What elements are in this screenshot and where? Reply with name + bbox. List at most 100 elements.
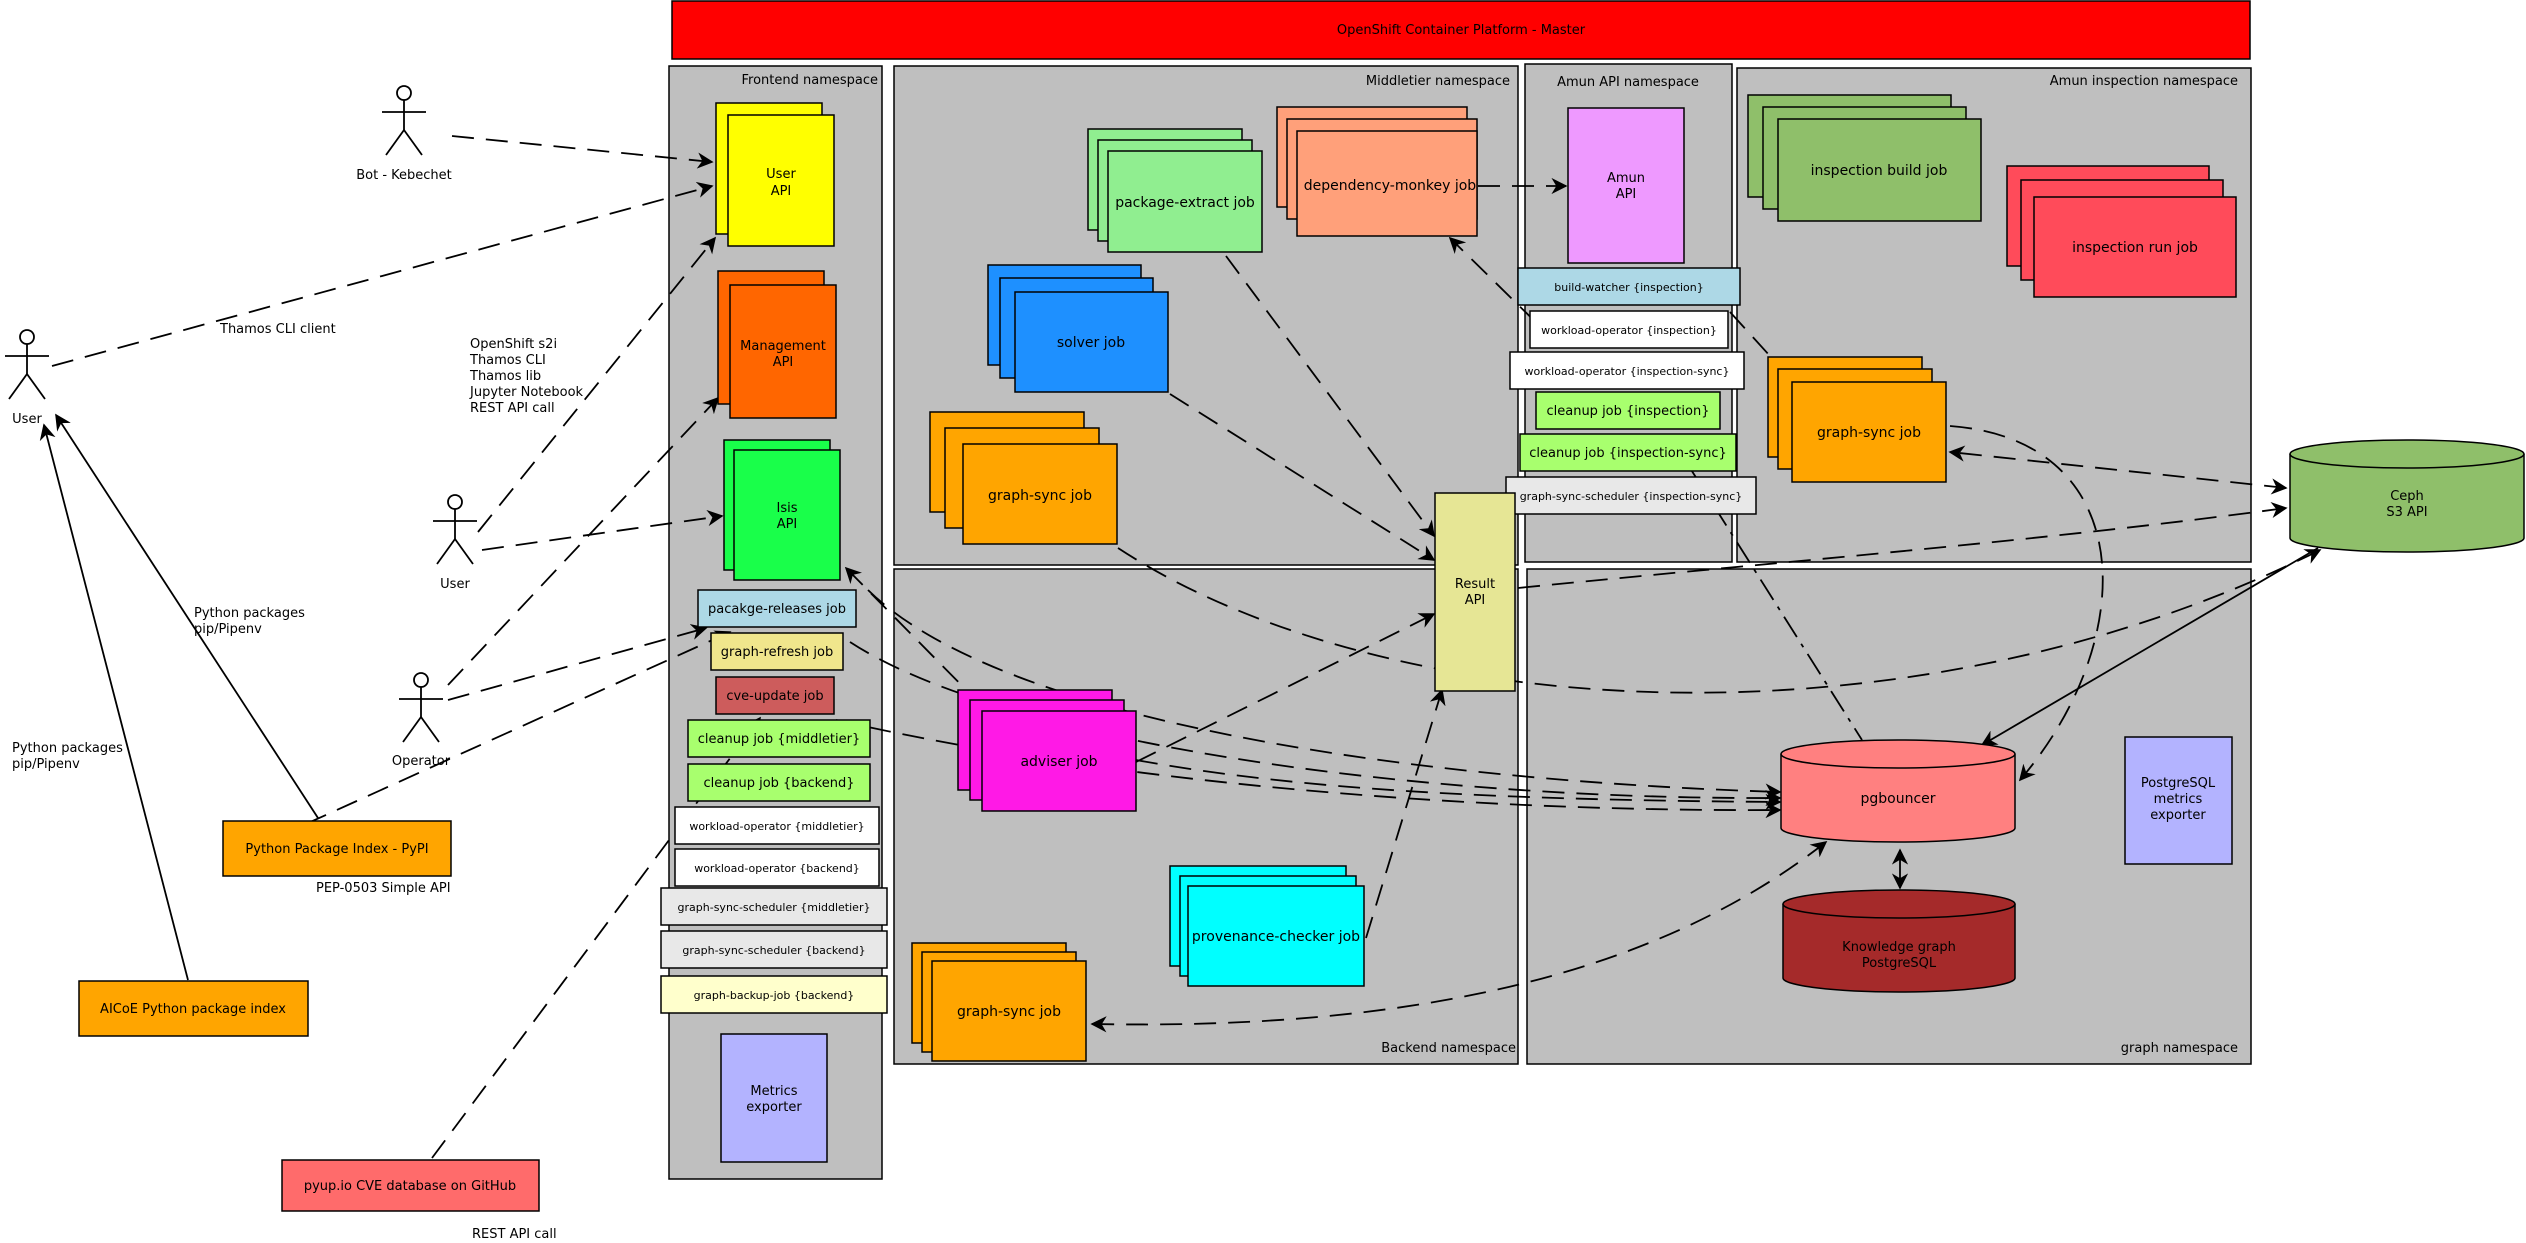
graph-namespace-label: graph namespace	[2121, 1041, 2238, 1056]
knowledge-graph-cylinder	[1782, 889, 2016, 993]
bot-to-user-api-arrow	[451, 135, 714, 169]
clients-to-user-api-arrow	[477, 236, 717, 533]
inspection-run-box	[2033, 196, 2237, 298]
graph-sync-mt-to-ceph-arrow	[1117, 547, 2322, 694]
cleanup-middletier-label: cleanup job {middletier}	[698, 732, 861, 747]
buildwatcher-to-dependency-monkey-arrow	[1448, 236, 1561, 347]
user-left-label: User	[12, 412, 42, 427]
gss-middletier-box	[660, 887, 888, 926]
provenance-checker-label: provenance-checker job	[1192, 929, 1360, 945]
graph-sync-middletier-label: graph-sync job	[988, 488, 1092, 504]
pypi-label: Python Package Index - PyPI	[245, 842, 428, 857]
svg-text:REST API call: REST API call	[470, 401, 555, 416]
cleanup-inspection-sync-label: cleanup job {inspection-sync}	[1529, 446, 1727, 461]
dependency-monkey-label: dependency-monkey job	[1304, 178, 1477, 194]
workload-backend-label: workload-operator {backend}	[694, 862, 860, 875]
provenance-checker-box	[1187, 885, 1365, 987]
cve-to-pgbouncer-arrow	[835, 719, 1782, 819]
user-to-isis-arrow	[481, 510, 724, 551]
graph-sync-insp-to-pgbouncer-arrow	[1949, 425, 2104, 782]
aicoe-box	[78, 980, 309, 1037]
gss-inspection-sync-label: graph-sync-scheduler {inspection-sync}	[1520, 490, 1743, 503]
management-api-box	[729, 284, 837, 419]
aicoe-to-user-arrow	[39, 423, 189, 981]
svg-text:OpenShift s2i: OpenShift s2i	[470, 337, 557, 352]
pg-metrics-box	[2124, 736, 2233, 865]
cve-update-box	[715, 676, 835, 715]
amun-inspection-namespace-label: Amun inspection namespace	[2050, 74, 2238, 89]
aicoe-label: AICoE Python package index	[100, 1002, 286, 1017]
svg-text:Python packages: Python packages	[12, 741, 123, 756]
cleanup-middletier-box	[687, 719, 871, 758]
operator-label: Operator	[392, 754, 451, 769]
ceph-cylinder	[2289, 439, 2525, 553]
gss-inspection-sync-box	[1505, 476, 1757, 515]
clients-note: OpenShift s2i Thamos CLI Thamos lib Jupy…	[469, 337, 584, 416]
cleanup-inspection-box	[1535, 391, 1721, 430]
workload-inspection-box	[1529, 310, 1729, 349]
workload-middletier-box	[674, 806, 880, 845]
banner-title: OpenShift Container Platform - Master	[1337, 23, 1586, 38]
workload-inspection-label: workload-operator {inspection}	[1541, 324, 1717, 337]
ceph-to-pgbouncer-arrow	[1980, 547, 2319, 746]
cleanup-backend-box	[687, 763, 871, 802]
pacakge-releases-box	[697, 589, 857, 628]
thamos-cli-note: Thamos CLI client	[219, 322, 336, 337]
user-actor-mid	[433, 494, 477, 565]
user-api-box	[727, 114, 835, 247]
result-to-ceph-arrow	[1517, 501, 2288, 589]
pep-note: PEP-0503 Simple API	[316, 881, 451, 896]
pyup-label: pyup.io CVE database on GitHub	[304, 1179, 516, 1194]
result-api-box	[1434, 492, 1516, 692]
inspection-run-label: inspection run job	[2072, 240, 2198, 256]
svg-text:Jupyter Notebook: Jupyter Notebook	[469, 385, 584, 400]
inspection-build-box	[1777, 118, 1982, 222]
package-extract-label: package-extract job	[1115, 195, 1255, 211]
adviser-box	[981, 710, 1137, 812]
graph-sync-backend-to-pgbouncer-arrow	[1090, 841, 1828, 1033]
solver-label: solver job	[1057, 335, 1125, 351]
cve-update-label: cve-update job	[726, 689, 823, 704]
svg-text:Thamos CLI: Thamos CLI	[469, 353, 546, 368]
pgbouncer-label: pgbouncer	[1860, 791, 1935, 807]
frontend-namespace-label: Frontend namespace	[741, 73, 878, 88]
isis-api-box	[733, 449, 841, 581]
svg-text:pip/Pipenv: pip/Pipenv	[12, 757, 80, 772]
graph-sync-insp-to-ceph-arrow	[1948, 445, 2288, 495]
workload-inspection-sync-box	[1509, 351, 1745, 390]
build-watcher-box	[1517, 267, 1741, 306]
adviser-label: adviser job	[1020, 754, 1097, 770]
amun-api-namespace-label: Amun API namespace	[1557, 75, 1699, 90]
amun-api-box	[1567, 107, 1685, 264]
solver-box	[1014, 291, 1169, 393]
gss-middletier-label: graph-sync-scheduler {middletier}	[678, 901, 871, 914]
graph-sync-middletier-box	[962, 443, 1118, 545]
user-mid-label: User	[440, 577, 470, 592]
user-actor-left	[5, 329, 49, 400]
pgbouncer-cylinder	[1780, 739, 2016, 843]
user-to-user-api-arrow	[51, 182, 714, 367]
gss-backend-box	[660, 930, 888, 969]
releases-to-pgbouncer-arrow	[849, 641, 1782, 807]
adviser-to-result-arrow	[1135, 613, 1436, 763]
pyup-box	[281, 1159, 540, 1212]
bot-label: Bot - Kebechet	[356, 168, 452, 183]
graph-sync-inspection-box	[1791, 381, 1947, 483]
extract-to-result-arrow	[1225, 255, 1435, 538]
svg-text:Python packages: Python packages	[194, 606, 305, 621]
graph-sync-backend-box	[931, 960, 1087, 1062]
isis-to-pgbouncer-arrow	[867, 589, 1782, 800]
metrics-exporter-box	[720, 1033, 828, 1163]
rest-api-note: REST API call	[472, 1227, 557, 1242]
pypi-to-user-arrow	[55, 413, 319, 819]
operator-actor	[399, 672, 443, 743]
graph-refresh-box	[710, 632, 844, 671]
workload-backend-box	[674, 848, 880, 887]
graph-backup-box	[660, 975, 888, 1014]
